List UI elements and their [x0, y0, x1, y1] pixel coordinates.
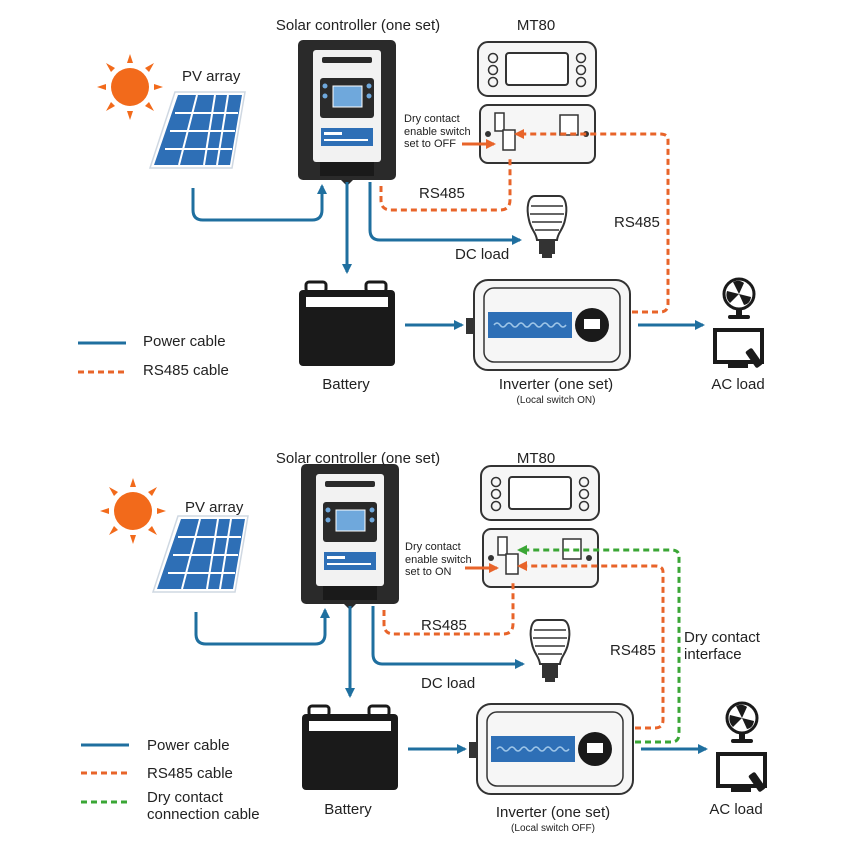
tv-icon — [713, 328, 764, 369]
switch-note: Dry contact enable switch set to OFF — [404, 113, 471, 151]
dc-load-label: DC load — [455, 246, 510, 263]
bulb-icon — [526, 195, 568, 259]
rs485-label-b: RS485 — [614, 214, 660, 231]
tv-icon — [716, 752, 767, 793]
battery-icon — [297, 280, 397, 368]
legend-rs485-label: RS485 cable — [143, 362, 229, 379]
solar-panel-icon — [149, 91, 246, 169]
pv-array-label: PV array — [182, 68, 241, 85]
controller-icon — [297, 39, 397, 187]
inverter-icon — [468, 703, 634, 795]
dry-contact-label: Dry contact interface — [684, 629, 760, 664]
battery-label: Battery — [322, 376, 370, 393]
fan-icon — [722, 277, 756, 321]
switch-note: Dry contact enable switch set to ON — [405, 541, 472, 579]
legend-dry-label: Dry contact connection cable — [147, 789, 260, 824]
rs485-label-b: RS485 — [610, 642, 656, 659]
solar-panel-icon — [152, 515, 249, 593]
rs485-label-a: RS485 — [421, 617, 467, 634]
controller-title: Solar controller (one set) — [275, 17, 441, 34]
bottom-diagram — [81, 463, 767, 804]
mt80-label: MT80 — [516, 17, 556, 34]
fan-icon — [725, 701, 759, 745]
dc-load-label: DC load — [421, 675, 476, 692]
sun-icon — [97, 54, 163, 120]
power-cables — [194, 606, 708, 754]
inverter-note: (Local switch OFF) — [511, 823, 595, 834]
rs485-cables — [379, 129, 670, 314]
inverter-icon — [465, 279, 631, 371]
legend-power-label: Power cable — [143, 333, 226, 350]
bulb-icon — [529, 619, 571, 683]
power-cables — [191, 182, 705, 330]
top-diagram — [78, 39, 764, 374]
inverter-note: (Local switch ON) — [516, 395, 596, 406]
ac-load-label: AC load — [709, 801, 763, 818]
controller-icon — [300, 463, 400, 611]
controller-title: Solar controller (one set) — [275, 450, 441, 467]
mt80-meter-icon — [480, 465, 600, 588]
pv-array-label: PV array — [185, 499, 244, 516]
mt80-label: MT80 — [516, 450, 556, 467]
dry-contact-cable — [517, 545, 681, 744]
battery-label: Battery — [324, 801, 372, 818]
sun-icon — [100, 478, 166, 544]
inverter-label: Inverter (one set) — [495, 804, 611, 821]
legend-rs485-label: RS485 cable — [147, 765, 233, 782]
inverter-label: Inverter (one set) — [498, 376, 614, 393]
mt80-meter-icon — [477, 41, 597, 164]
rs485-label-a: RS485 — [419, 185, 465, 202]
rs485-cables — [382, 561, 665, 730]
legend-power-label: Power cable — [147, 737, 230, 754]
ac-load-label: AC load — [711, 376, 765, 393]
battery-icon — [300, 704, 400, 792]
